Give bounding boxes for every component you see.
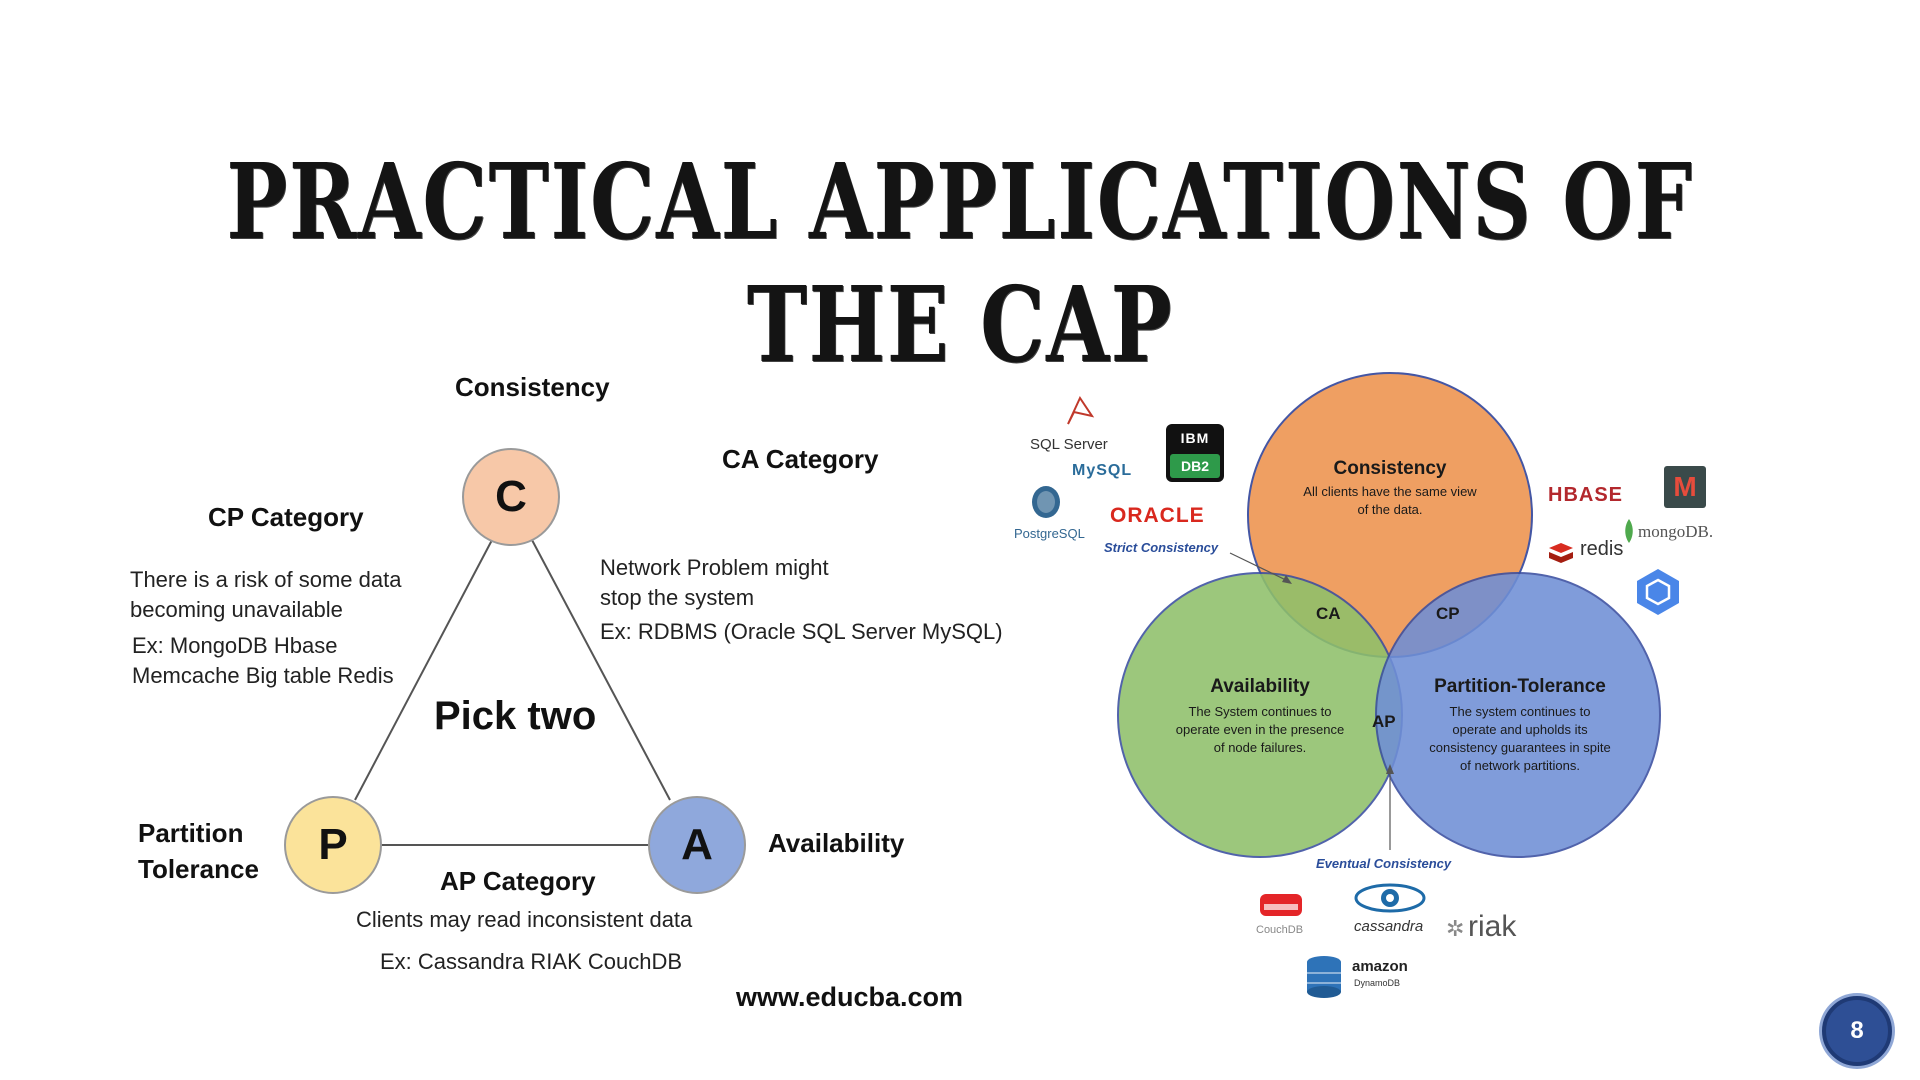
cp-category-label: CP Category [208,502,364,532]
venn-availability-desc-1: The System continues to [1188,704,1332,719]
eventual-consistency-label: Eventual Consistency [1316,856,1452,871]
page-title: PRACTICAL APPLICATIONS OF THE CAP [226,140,1694,386]
cassandra-eye-icon [1354,883,1426,913]
cp-text-1: There is a risk of some data [130,567,402,592]
redis-icon [1549,543,1573,563]
db2-green-badge [1170,454,1220,478]
availability-label: Availability [768,828,905,858]
cp-example-1: Ex: MongoDB Hbase [132,633,338,658]
couchdb-icon [1260,894,1302,916]
ca-example: Ex: RDBMS (Oracle SQL Server MySQL) [600,619,1003,644]
cp-example-2: Memcache Big table Redis [132,663,394,688]
venn-cp-label: CP [1436,604,1460,623]
venn-partition-desc-1: The system continues to [1449,704,1591,719]
venn-consistency-title: Consistency [1333,458,1447,479]
riak-icon: ✲ [1446,916,1465,941]
oracle-logo: ORACLE [1110,504,1205,527]
mongodb-logo: mongoDB. [1638,522,1714,541]
hbase-logo: HBASE [1548,484,1624,506]
ap-category-label: AP Category [440,866,596,896]
venn-availability-desc-2: operate even in the presence [1175,722,1345,737]
cassandra-logo: cassandra [1354,918,1424,935]
consistency-label: Consistency [455,372,610,402]
venn-availability-desc-3: of node failures. [1213,740,1307,755]
partition-label-1: Partition [138,818,244,848]
venn-diagram [1117,372,1661,858]
venn-partition-title: Partition-Tolerance [1434,676,1606,697]
partition-circle [1375,572,1661,858]
strict-consistency-label: Strict Consistency [1104,540,1219,555]
ap-example: Ex: Cassandra RIAK CouchDB [380,949,683,974]
partition-label-2: Tolerance [138,854,259,884]
cp-text-2: becoming unavailable [130,597,343,622]
venn-partition-desc-3: consistency guarantees in spite [1429,740,1611,755]
venn-consistency-desc-1: All clients have the same view [1303,484,1477,499]
website-link[interactable]: www.educba.com [736,982,964,1012]
dynamodb-icon [1307,956,1341,998]
p-node: P [284,796,382,894]
riak-logo: riak [1468,910,1517,943]
c-node: C [462,448,560,546]
redis-logo: redis [1580,538,1624,560]
strict-arrow [1229,552,1291,583]
venn-partition-desc-4: of network partitions. [1460,758,1580,773]
page-number-badge: 8 [1822,996,1892,1066]
sqlserver-icon [1067,395,1095,425]
postgresql-logo: PostgreSQL [1014,526,1085,541]
mongodb-leaf-icon [1625,519,1633,543]
db2-logo: DB2 [1180,458,1209,474]
dynamodb-logo: DynamoDB [1354,978,1401,988]
postgresql-icon [1032,486,1060,518]
venn-consistency-desc-2: of the data. [1357,502,1423,517]
ca-text-1: Network Problem might [600,555,829,580]
venn-availability-title: Availability [1210,676,1310,697]
mysql-logo: MySQL [1072,462,1133,479]
bigtable-icon [1637,569,1679,615]
a-node: A [648,796,746,894]
pick-two-label: Pick two [434,694,597,738]
venn-partition-desc-2: operate and upholds its [1452,722,1588,737]
ca-text-2: stop the system [600,585,755,610]
venn-ca-label: CA [1316,604,1341,623]
triangle-lines [354,539,671,846]
ap-text: Clients may read inconsistent data [356,907,693,932]
venn-ap-label: AP [1372,712,1396,731]
amazon-logo: amazon [1352,958,1408,975]
couchdb-logo: CouchDB [1256,924,1304,936]
ibm-logo: IBM [1180,430,1210,446]
ca-category-label: CA Category [722,444,879,474]
sqlserver-logo: SQL Server [1030,436,1108,453]
memcache-icon: M [1664,466,1706,508]
